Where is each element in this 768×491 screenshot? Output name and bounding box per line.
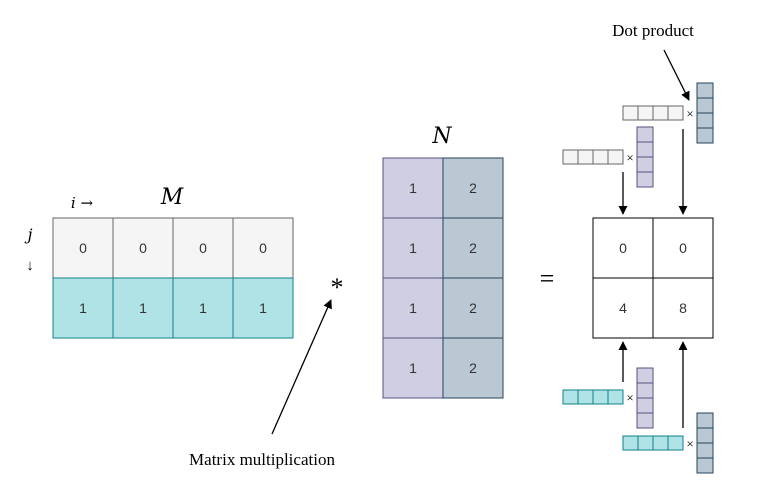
matrix-m-cell-value: 1: [139, 300, 147, 316]
matrix-n-row: 1 2: [382, 277, 504, 339]
matrix-n-cell-value: 1: [409, 240, 417, 256]
result-matrix-cell: 0: [592, 217, 654, 279]
dot-product-label: Dot product: [612, 21, 694, 40]
dot-product-glyph-gray-lavender: ×: [562, 126, 654, 188]
dot-product-arrow: [663, 49, 690, 101]
times-sign: ×: [686, 436, 693, 451]
matrix-m-cell: 0: [52, 217, 114, 279]
matrix-n-cell: 2: [442, 337, 504, 399]
matrix-m-label: M: [160, 185, 184, 210]
equals-operator: =: [540, 264, 555, 293]
result-matrix-cell-value: 8: [679, 300, 687, 316]
matrix-n-row: 1 2: [382, 337, 504, 399]
matrix-m-cell: 0: [172, 217, 234, 279]
j-index-label: j: [25, 225, 33, 244]
times-sign: ×: [626, 150, 633, 165]
result-matrix: 0 0 4 8: [592, 217, 714, 339]
matrix-n-cell-value: 2: [469, 360, 477, 376]
matrix-n-label: N: [431, 124, 452, 149]
matrix-n-cell: 1: [382, 217, 444, 279]
dot-product-glyph-teal-lavender: ×: [562, 367, 654, 429]
result-matrix-cell-value: 4: [619, 300, 627, 316]
matrix-n-cell-value: 2: [469, 300, 477, 316]
i-index-label: i →: [71, 194, 94, 212]
matrix-m-cell-value: 1: [79, 300, 87, 316]
matrix-n-cell: 2: [442, 277, 504, 339]
matrix-m: 0 0 0 0 1 1: [52, 217, 294, 339]
matrix-m-row-1: 1 1 1 1: [52, 277, 294, 339]
matrix-multiplication-arrow: [271, 299, 332, 435]
matrix-m-cell-value: 0: [199, 240, 207, 256]
matrix-n-cell-value: 2: [469, 180, 477, 196]
times-sign: ×: [626, 390, 633, 405]
matrix-n-cell-value: 1: [409, 300, 417, 316]
matrix-n-cell: 1: [382, 337, 444, 399]
matrix-m-cell: 0: [232, 217, 294, 279]
matrix-m-cell-value: 1: [199, 300, 207, 316]
result-matrix-cell: 8: [652, 277, 714, 339]
matrix-n: 1 2 1 2 1 2: [382, 157, 504, 399]
result-matrix-cell-value: 0: [679, 240, 687, 256]
matrix-m-cell: 1: [112, 277, 174, 339]
matrix-n-row: 1 2: [382, 217, 504, 279]
result-matrix-cell-value: 0: [619, 240, 627, 256]
dot-product-glyph-gray-slate: ×: [622, 82, 714, 144]
result-matrix-cell: 4: [592, 277, 654, 339]
times-sign: ×: [686, 106, 693, 121]
matrix-n-row: 1 2: [382, 157, 504, 219]
dot-product-glyph-teal-slate: ×: [622, 412, 714, 474]
matrix-n-cell: 1: [382, 277, 444, 339]
result-matrix-cell: 0: [652, 217, 714, 279]
matrix-multiplication-label: Matrix multiplication: [189, 450, 335, 469]
j-down-arrow: ↓: [26, 258, 34, 274]
matrix-n-cell: 1: [382, 157, 444, 219]
matrix-m-cell: 0: [112, 217, 174, 279]
matrix-m-cell: 1: [172, 277, 234, 339]
matrix-m-cell-value: 1: [259, 300, 267, 316]
matrix-m-cell-value: 0: [139, 240, 147, 256]
matrix-n-cell: 2: [442, 157, 504, 219]
matrix-n-cell: 2: [442, 217, 504, 279]
matrix-m-cell-value: 0: [79, 240, 87, 256]
matrix-m-cell: 1: [52, 277, 114, 339]
matrix-n-cell-value: 1: [409, 180, 417, 196]
matrix-n-cell-value: 2: [469, 240, 477, 256]
matrix-m-cell-value: 0: [259, 240, 267, 256]
multiply-operator: *: [331, 273, 344, 302]
matrix-m-row-0: 0 0 0 0: [52, 217, 294, 279]
matrix-m-cell: 1: [232, 277, 294, 339]
matrix-n-cell-value: 1: [409, 360, 417, 376]
